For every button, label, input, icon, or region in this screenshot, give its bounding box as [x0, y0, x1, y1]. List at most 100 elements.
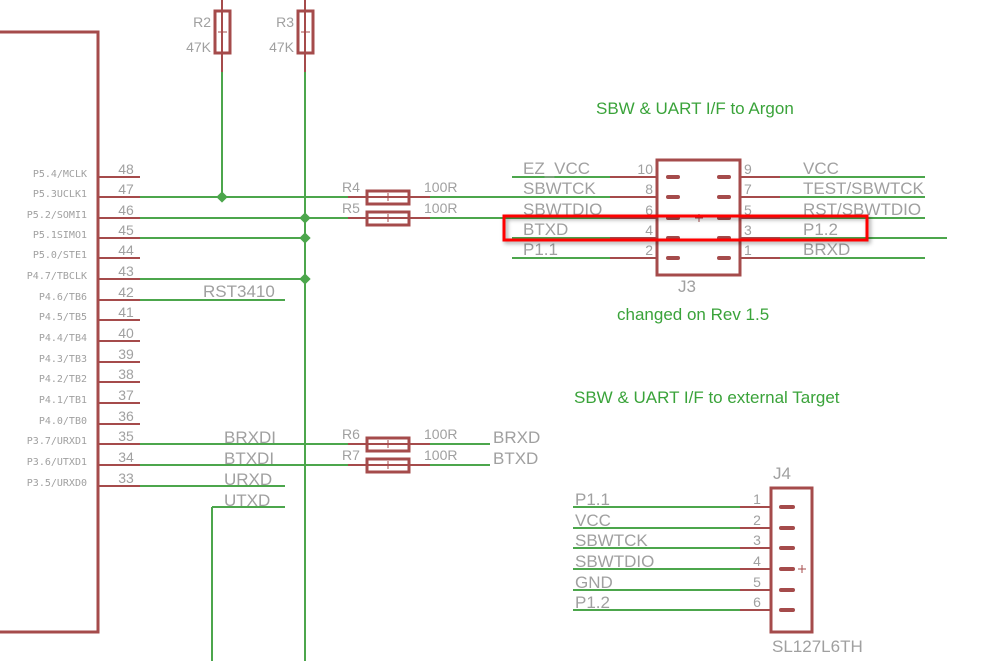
net-label-rst3410: RST3410 [203, 282, 275, 301]
svg-text:1: 1 [744, 242, 752, 258]
svg-text:P1.1: P1.1 [523, 240, 558, 259]
j4-pin-6: 6 P1.2 [573, 593, 795, 612]
svg-text:100R: 100R [424, 426, 457, 442]
pin-name: P5.3UCLK1 [33, 189, 87, 200]
pin-number: 42 [118, 284, 134, 300]
svg-text:TEST/SBWTCK: TEST/SBWTCK [803, 179, 925, 198]
pin-number: 33 [118, 470, 134, 486]
svg-text:SBWTCK: SBWTCK [575, 531, 648, 550]
svg-text:P1.2: P1.2 [803, 220, 838, 239]
pin-name: P4.0/TB0 [39, 416, 87, 427]
pin-name: P5.4/MCLK [33, 169, 87, 180]
pin-name: P5.0/STE1 [33, 250, 87, 261]
svg-text:100R: 100R [424, 179, 457, 195]
j4-pin-1: 1 P1.1 [573, 490, 795, 509]
svg-text:5: 5 [753, 574, 761, 590]
highlight-box [502, 214, 869, 242]
pin-name: P4.5/TB5 [39, 312, 87, 323]
net-label-btxd: BTXD [493, 449, 538, 468]
pin-name: P5.1SIMO1 [33, 230, 87, 241]
note-external: SBW & UART I/F to external Target [574, 388, 840, 407]
svg-text:R5: R5 [342, 200, 360, 216]
pin-name: P3.7/URXD1 [27, 436, 87, 447]
net-label-brxd: BRXD [493, 428, 540, 447]
svg-text:R3: R3 [276, 14, 294, 30]
svg-text:47K: 47K [269, 39, 295, 55]
j3-pin-4: 4 BTXD [512, 220, 680, 240]
pin-name: P4.3/TB3 [39, 354, 87, 365]
pin-number: 46 [118, 202, 134, 218]
svg-text:10: 10 [637, 161, 653, 177]
svg-text:1: 1 [753, 491, 761, 507]
junction [299, 232, 311, 244]
pin-name: P5.2/SOMI1 [27, 210, 87, 221]
j3-pin-6: 6 SBWTDIO [512, 200, 680, 220]
pin-number: 41 [118, 304, 134, 320]
svg-text:3: 3 [753, 532, 761, 548]
resistor-r5: R5 100R [342, 200, 457, 227]
junction [299, 273, 311, 285]
svg-text:R6: R6 [342, 426, 360, 442]
connector-j4: J4 SL127L6TH 1P1.12VCC3SBWTCK4SBWTDIO5GN… [573, 464, 863, 656]
svg-text:4: 4 [645, 222, 653, 238]
svg-text:6: 6 [753, 594, 761, 610]
svg-text:SBWTDIO: SBWTDIO [523, 200, 602, 219]
svg-text:RST/SBWTDIO: RST/SBWTDIO [803, 200, 921, 219]
j3-pin-2: 2P1.1 [512, 240, 680, 260]
svg-text:BTXD: BTXD [523, 220, 568, 239]
net-label-brxdi: BRXDI [224, 428, 276, 447]
svg-text:R7: R7 [342, 447, 360, 463]
svg-text:P1.1: P1.1 [575, 490, 610, 509]
svg-text:SBWTCK: SBWTCK [523, 179, 596, 198]
pin-name: P4.4/TB4 [39, 333, 87, 344]
j4-pin-3: 3 SBWTCK [573, 531, 795, 550]
net-label-urxd: URXD [224, 470, 272, 489]
svg-text:2: 2 [753, 512, 761, 528]
mcu-pins: 48P5.4/MCLK47P5.3UCLK146P5.2/SOMI145P5.1… [27, 161, 140, 489]
pin-number: 45 [118, 222, 134, 238]
svg-text:9: 9 [744, 161, 752, 177]
svg-text:R2: R2 [193, 14, 211, 30]
svg-text:SL127L6TH: SL127L6TH [772, 637, 863, 656]
pin-number: 35 [118, 428, 134, 444]
svg-text:BRXD: BRXD [803, 240, 850, 259]
pin-number: 43 [118, 263, 134, 279]
svg-text:VCC: VCC [803, 159, 839, 178]
pin-name: P4.2/TB2 [39, 374, 87, 385]
j4-pin-2: 2 VCC [573, 511, 795, 530]
svg-text:P1.2: P1.2 [575, 593, 610, 612]
resistor-r3: R3 47K [269, 0, 315, 72]
svg-text:7: 7 [744, 181, 752, 197]
mcu-body [0, 30, 100, 634]
net-label-btxdi: BTXDI [224, 449, 274, 468]
resistor-r7: R7 100R [342, 447, 457, 474]
junction [216, 191, 228, 203]
svg-text:VCC: VCC [575, 511, 611, 530]
pin-name: P4.6/TB6 [39, 292, 87, 303]
pin-name: P4.7/TBCLK [27, 271, 87, 282]
resistor-r2: R2 47K [186, 0, 232, 72]
svg-text:J3: J3 [678, 277, 696, 296]
resistor-r4: R4 100R [342, 179, 457, 206]
svg-text:6: 6 [645, 202, 653, 218]
pin-number: 38 [118, 366, 134, 382]
pin-name: P3.6/UTXD1 [27, 457, 87, 468]
note-changed: changed on Rev 1.5 [617, 305, 769, 324]
